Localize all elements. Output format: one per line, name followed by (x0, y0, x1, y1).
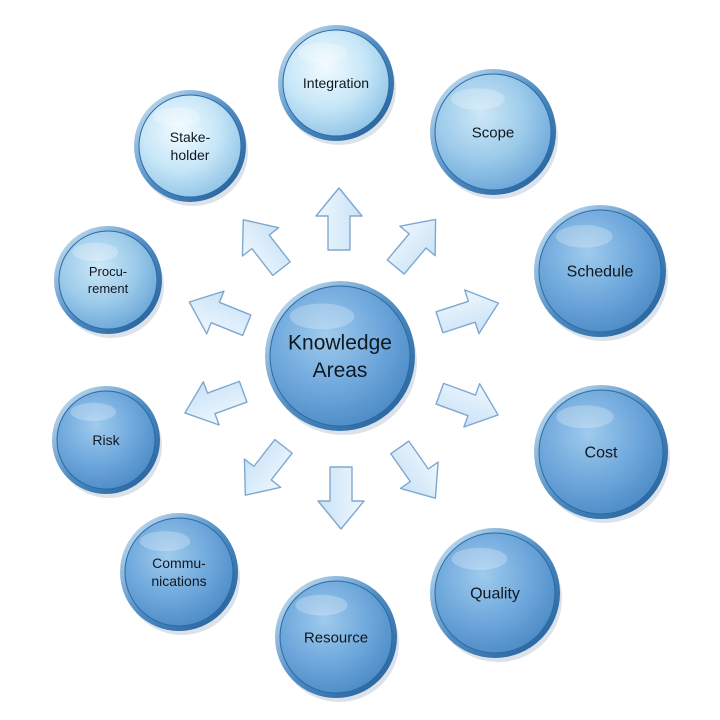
direction-arrow-icon (188, 290, 252, 337)
direction-arrow-icon (435, 289, 500, 335)
node-quality: Quality (430, 528, 562, 662)
direction-arrow-icon (390, 440, 439, 499)
node-label: Stake- (170, 129, 211, 145)
node-label: nications (151, 573, 206, 589)
node-communications: Commu-nications (120, 513, 240, 635)
node-label: Knowledge (288, 332, 392, 355)
node-label: Procu- (89, 264, 127, 279)
direction-arrow-icon (435, 382, 499, 428)
node-schedule: Schedule (534, 205, 668, 341)
node-label: holder (171, 147, 210, 163)
arrows-layer (184, 187, 500, 530)
direction-arrow-icon (317, 466, 365, 530)
node-risk: Risk (52, 386, 162, 498)
node-stakeholder: Stake-holder (134, 90, 248, 206)
direction-arrow-icon (315, 187, 363, 251)
direction-arrow-icon (386, 218, 437, 275)
node-resource: Resource (275, 576, 399, 702)
node-label: Integration (303, 75, 369, 91)
node-label: Scope (472, 124, 515, 141)
node-cost: Cost (534, 385, 670, 523)
direction-arrow-icon (243, 438, 293, 496)
node-label: rement (88, 281, 129, 296)
node-label: Schedule (567, 264, 634, 281)
node-scope: Scope (430, 69, 558, 199)
direction-arrow-icon (184, 380, 248, 426)
node-label: Resource (304, 629, 368, 646)
node-label: Quality (470, 586, 520, 603)
node-label: Areas (313, 359, 368, 382)
nodes-layer: IntegrationScopeScheduleCostQualityResou… (52, 25, 670, 702)
node-integration: Integration (278, 25, 396, 145)
node-label: Cost (585, 445, 618, 462)
node-label: Risk (92, 432, 120, 448)
direction-arrow-icon (241, 219, 291, 277)
node-procurement: Procu-rement (54, 226, 164, 338)
node-label: Commu- (152, 555, 206, 571)
